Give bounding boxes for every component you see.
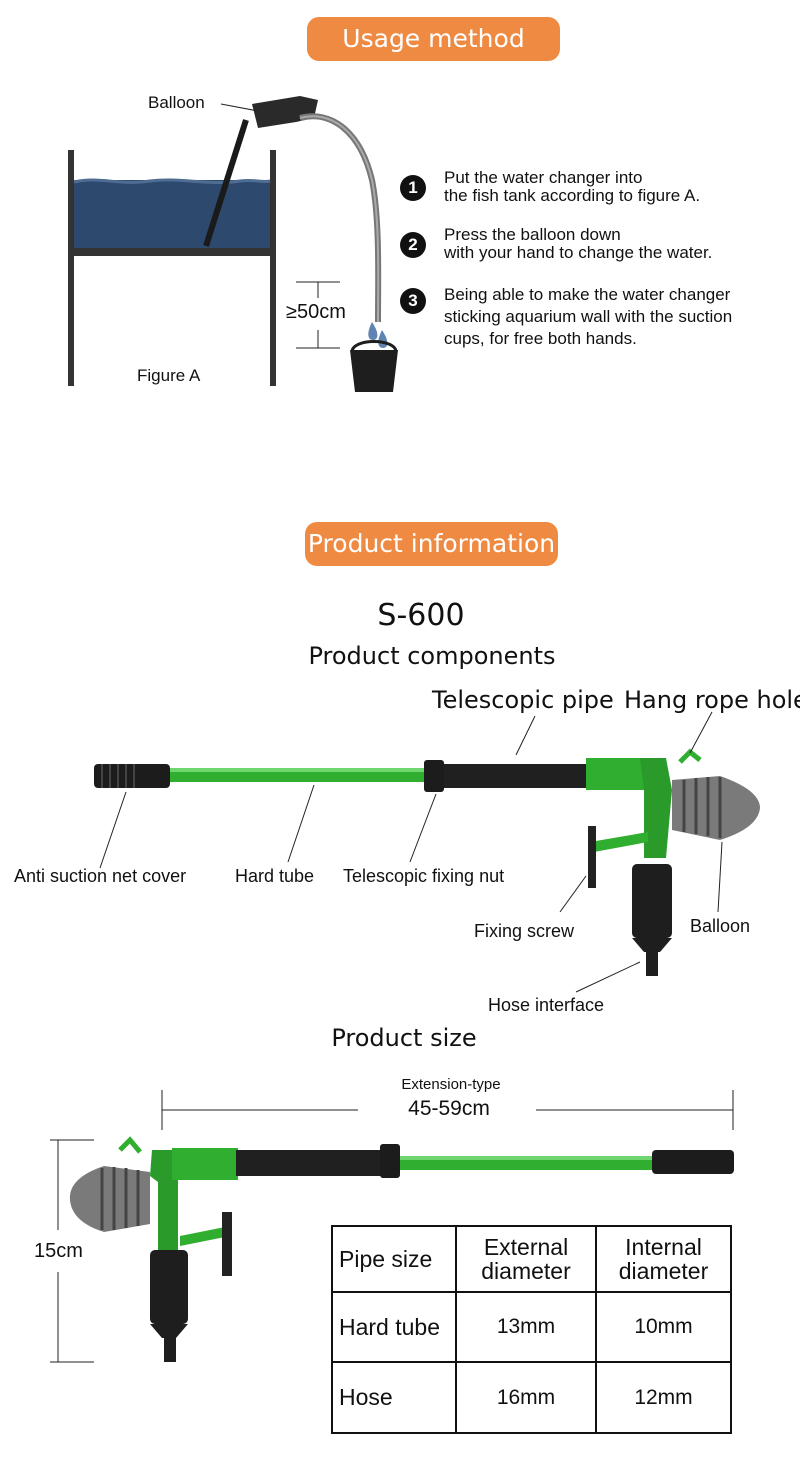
step-number: 3 [400, 288, 426, 314]
extension-type-label: Extension-type [401, 1076, 501, 1093]
label-anti-suction: Anti suction net cover [14, 866, 187, 886]
aquarium-stand [68, 150, 276, 386]
label-hang-rope-hole: Hang rope hole [624, 686, 800, 714]
figure-a-label: Figure A [137, 366, 201, 385]
table-cell: Hard tube [331, 1291, 457, 1363]
tank-water [74, 180, 270, 248]
step-text: Being able to make the water changer sti… [444, 285, 733, 348]
label-telescopic-pipe: Telescopic pipe [432, 686, 614, 714]
balloon-bellows [672, 776, 760, 840]
step-number: 1 [400, 175, 426, 201]
hose-interface-shape [646, 952, 658, 976]
height-15cm-label: 15cm [34, 1240, 83, 1262]
label-hose-interface: Hose interface [488, 995, 605, 1015]
table-header-row: Pipe size External diameter Internal dia… [331, 1225, 732, 1293]
table-cell: 10mm [595, 1291, 732, 1363]
step-number: 2 [400, 232, 426, 258]
size-title: Product size [331, 1024, 477, 1052]
label-balloon: Balloon [690, 916, 751, 936]
balloon-label: Balloon [148, 93, 205, 112]
table-cell: 13mm [455, 1291, 597, 1363]
table-header-cell: External diameter [455, 1225, 597, 1293]
table-header-cell: Pipe size [331, 1225, 457, 1293]
product-information-header: Product information [305, 522, 558, 566]
telescopic-pipe-shape [444, 764, 590, 788]
step-text: Press the balloon down with your hand to… [444, 225, 713, 262]
table-cell: Hose [331, 1361, 457, 1434]
water-changer-figure [203, 96, 382, 323]
table-cell: 16mm [455, 1361, 597, 1434]
anti-suction-net-cover [94, 764, 170, 788]
product-side-view [69, 1136, 734, 1362]
label-fixing-screw: Fixing screw [474, 921, 575, 941]
extension-range-label: 45-59cm [408, 1097, 490, 1120]
table-header-cell: Internal diameter [595, 1225, 732, 1293]
model-name: S-600 [377, 598, 465, 633]
usage-method-header: Usage method [307, 17, 560, 61]
step-text: Put the water changer into the fish tank… [444, 168, 701, 205]
bucket-shape [350, 340, 398, 392]
label-fixing-nut: Telescopic fixing nut [343, 866, 505, 886]
table-row: Hose 16mm 12mm [331, 1361, 732, 1434]
table-cell: 12mm [595, 1361, 732, 1434]
table-row: Hard tube 13mm 10mm [331, 1291, 732, 1363]
balloon-bellows [69, 1166, 150, 1232]
label-hard-tube: Hard tube [235, 866, 315, 886]
height-label: ≥50cm [286, 301, 346, 323]
components-title: Product components [308, 642, 556, 670]
size-table: Pipe size External diameter Internal dia… [331, 1225, 732, 1434]
fixing-nut-shape [424, 760, 444, 792]
